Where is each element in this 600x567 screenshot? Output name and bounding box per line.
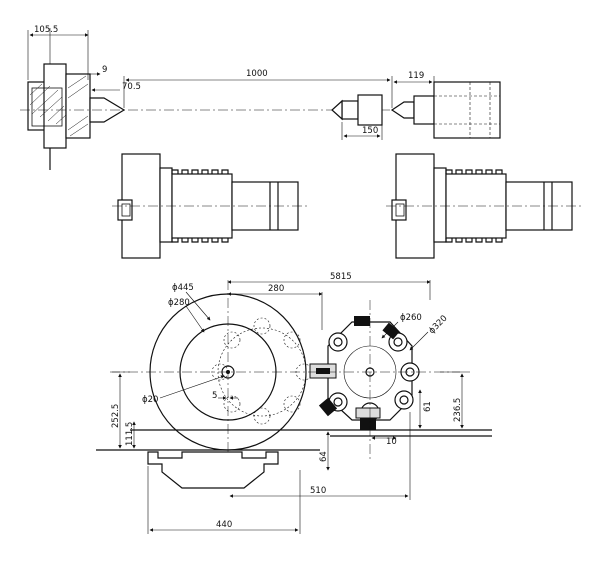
dim-10: 10 [386, 437, 397, 447]
dim-236-5: 236.5 [453, 398, 463, 422]
top-centers-view: 105.5 9 70.5 1000 119 150 [20, 25, 501, 170]
dim-5: 5 [212, 391, 217, 401]
dim-260: ϕ260 [400, 313, 422, 323]
dim-150: 150 [362, 126, 378, 136]
dim-280-diameter: ϕ280 [168, 298, 190, 308]
dim-1000: 1000 [246, 69, 268, 79]
dim-105-5: 105.5 [34, 25, 58, 35]
dim-440: 440 [216, 520, 232, 530]
dim-111-5: 111.5 [125, 422, 135, 446]
dim-9: 9 [102, 65, 107, 75]
dim-445: ϕ445 [172, 283, 194, 293]
dim-252-5: 252.5 [111, 404, 121, 428]
chuck-assembly-left [112, 153, 308, 259]
dim-70-5: 70.5 [122, 82, 141, 92]
dim-320: ϕ320 [427, 314, 450, 337]
dim-61: 61 [423, 401, 433, 412]
dim-64: 64 [319, 451, 329, 462]
dim-280: 280 [268, 284, 284, 294]
dim-5815: 5815 [330, 272, 352, 282]
dim-20: ϕ20 [142, 395, 158, 405]
chuck-assembly-right [386, 153, 582, 259]
end-view: 5815 280 ϕ445 ϕ280 ϕ260 ϕ320 ϕ20 5 252.5… [96, 272, 492, 534]
dim-119: 119 [408, 71, 424, 81]
dim-510: 510 [310, 486, 326, 496]
